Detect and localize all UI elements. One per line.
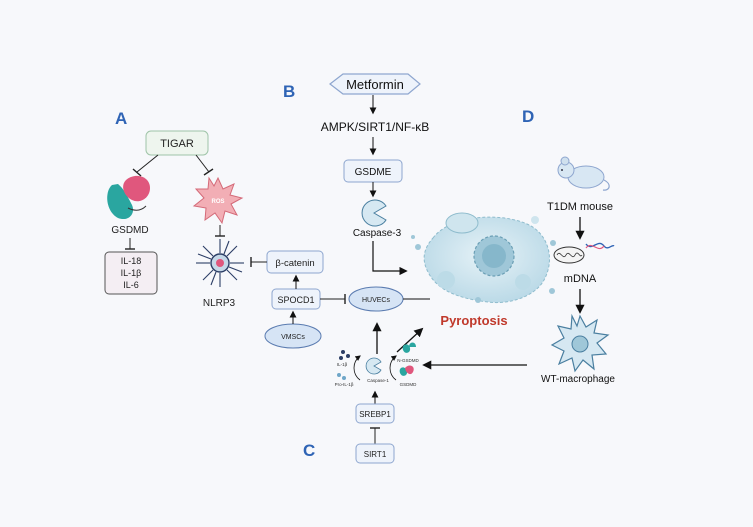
cytokine-il6: IL-6 <box>123 280 139 290</box>
n-gsdmd-label: N-GSDMD <box>397 358 419 363</box>
panel-label-d: D <box>522 107 534 126</box>
ros-burst-icon: ROS <box>192 176 244 225</box>
huvecs-label: HUVECs <box>362 297 391 304</box>
cytokine-il1b: IL-1β <box>121 268 142 278</box>
tigar-label: TIGAR <box>160 138 194 150</box>
panel-label-a: A <box>115 109 127 128</box>
srebp1-label: SREBP1 <box>359 410 391 419</box>
huvecs-ellipse: HUVECs <box>348 286 404 312</box>
gsdmd-c-label: GSDMD <box>400 382 418 387</box>
beta-catenin-label: β-catenin <box>275 258 314 269</box>
beta-catenin-box: β-catenin <box>266 250 324 274</box>
cytokine-box: IL-18 IL-1β IL-6 <box>104 251 158 295</box>
metformin-box: Metformin <box>329 73 421 95</box>
cytokine-il18: IL-18 <box>121 256 142 266</box>
gsdmd-small-icon <box>399 365 414 376</box>
wt-macrophage-label: WT-macrophage <box>541 374 615 385</box>
gsdme-label: GSDME <box>355 167 392 178</box>
spocd1-box: SPOCD1 <box>271 288 321 310</box>
il1b-label: IL-1β <box>337 362 348 367</box>
il1b-particles-icon <box>337 350 350 380</box>
tigar-box: TIGAR <box>145 130 209 156</box>
panel-label-c: C <box>303 441 315 460</box>
spocd1-label: SPOCD1 <box>277 295 314 305</box>
pro-il1b-label: Pro-IL-1β <box>335 382 354 387</box>
mouse-icon <box>557 156 610 191</box>
mdna-label: mDNA <box>564 273 597 285</box>
caspase1-label: Caspase-1 <box>367 378 389 383</box>
mitochondria-icon <box>553 246 585 264</box>
gsdmd-protein-icon <box>107 175 150 220</box>
caspase1-icon <box>365 357 382 375</box>
pathway-label: AMPK/SIRT1/NF-κB <box>321 120 429 134</box>
n-gsdmd-icon <box>402 342 416 353</box>
nlrp3-inflammasome-icon <box>196 239 244 287</box>
srebp1-box: SREBP1 <box>355 403 395 424</box>
ros-label: ROS <box>211 199 224 205</box>
vmscs-label: VMSCs <box>281 334 305 341</box>
dna-icon <box>585 242 615 250</box>
metformin-label: Metformin <box>346 77 404 92</box>
pyroptotic-cell-icon <box>411 212 563 304</box>
gsdmd-label: GSDMD <box>111 225 148 236</box>
sirt1-box: SIRT1 <box>355 443 395 464</box>
gsdme-box: GSDME <box>343 159 403 183</box>
t1dm-mouse-label: T1DM mouse <box>547 201 613 213</box>
nlrp3-label: NLRP3 <box>203 298 236 309</box>
panel-label-b: B <box>283 82 295 101</box>
vmscs-ellipse: VMSCs <box>264 323 322 349</box>
macrophage-icon <box>550 313 610 373</box>
caspase3-icon <box>361 199 387 227</box>
pyroptosis-label: Pyroptosis <box>440 313 507 328</box>
caspase3-label: Caspase-3 <box>353 228 402 239</box>
sirt1-label: SIRT1 <box>364 450 387 459</box>
